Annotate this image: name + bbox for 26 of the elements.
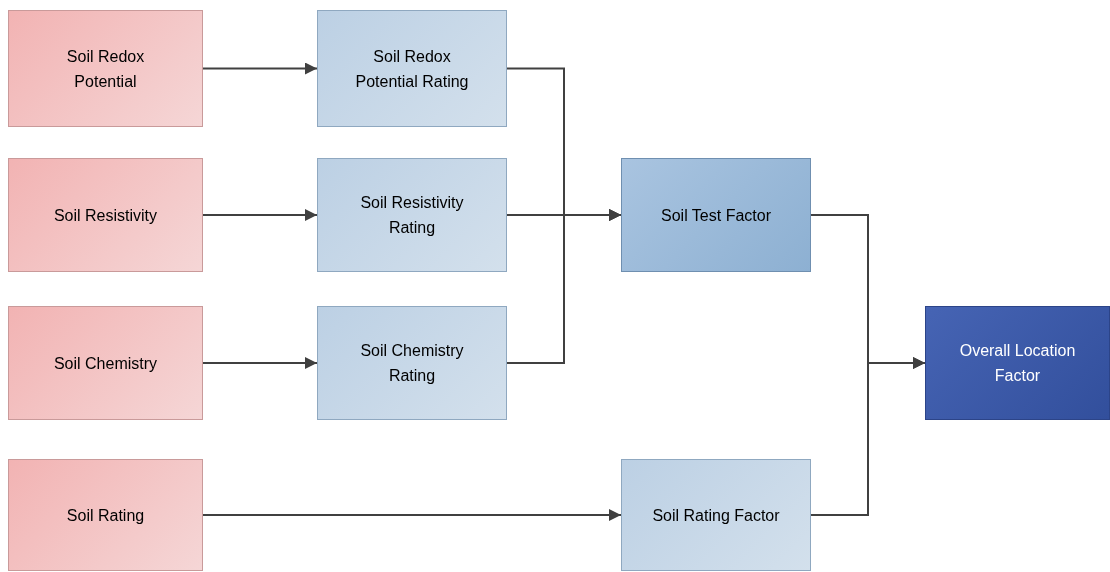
box-label: Soil Rating bbox=[66, 505, 145, 526]
box-label: Overall Location Factor bbox=[958, 341, 1077, 386]
input-box bbox=[8, 10, 203, 127]
input-box bbox=[8, 459, 203, 571]
box-label: Soil Rating Factor bbox=[652, 505, 780, 526]
connector-arrow bbox=[202, 209, 318, 221]
input-box bbox=[8, 158, 203, 272]
rating-box bbox=[317, 306, 507, 420]
box-label: Soil Chemistry Rating bbox=[359, 341, 465, 386]
result-box bbox=[925, 306, 1110, 420]
connector-arrow bbox=[202, 357, 318, 369]
rating-box bbox=[621, 459, 811, 571]
input-box bbox=[8, 306, 203, 420]
connector-arrow bbox=[202, 509, 622, 521]
connector-arrow bbox=[506, 209, 622, 364]
rating-box bbox=[317, 10, 507, 127]
box-label: Soil Resistivity bbox=[53, 205, 158, 226]
connector-arrow bbox=[810, 357, 926, 516]
connector-arrow bbox=[202, 62, 318, 75]
rating-box bbox=[317, 158, 507, 272]
box-label: Soil Resistivity Rating bbox=[359, 193, 465, 238]
box-label: Soil Redox Potential Rating bbox=[354, 46, 470, 92]
box-label: Soil Redox Potential bbox=[65, 46, 146, 92]
box-label: Soil Test Factor bbox=[661, 205, 771, 226]
box-label: Soil Chemistry bbox=[53, 353, 158, 374]
factor-box bbox=[621, 158, 811, 272]
